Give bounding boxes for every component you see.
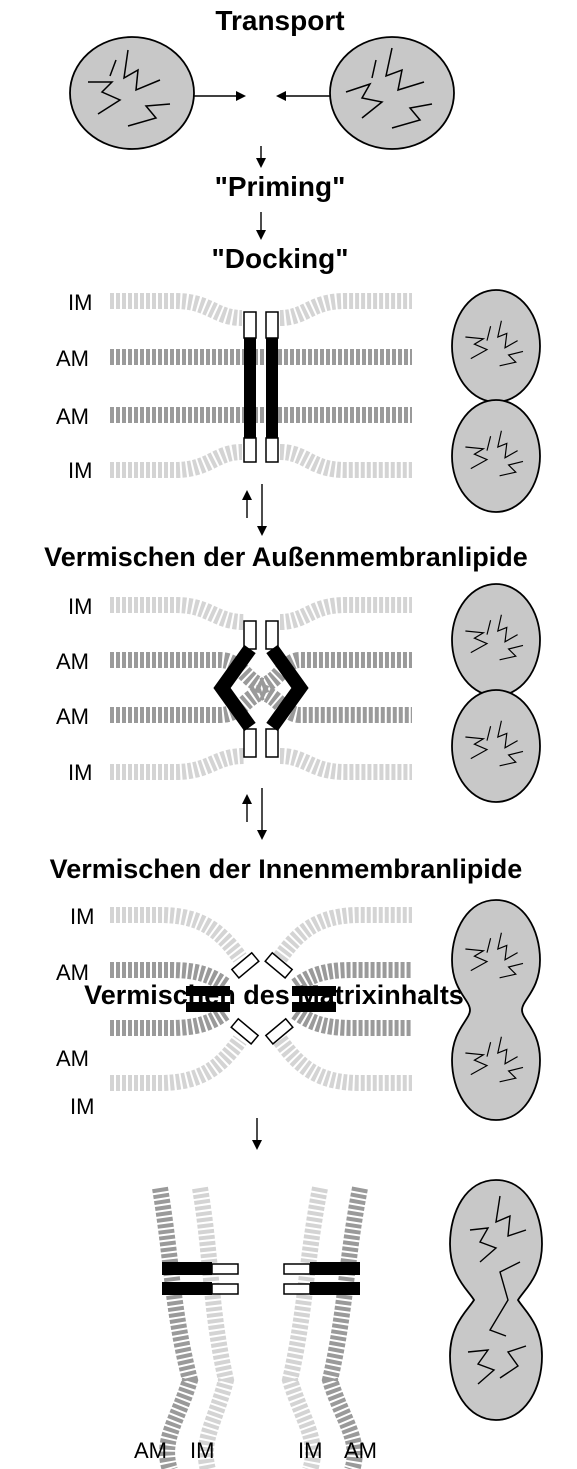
label-im-inner-mixing-bottom: IM	[70, 1094, 94, 1119]
stage-title-inner-mixing: Vermischen der Innenmembranlipide	[50, 854, 523, 884]
label-am-outer-mixing-1: AM	[56, 649, 89, 674]
mitochondrion-left-transport	[70, 37, 194, 149]
fusion-proteins-docking	[244, 312, 278, 462]
mitochondria-pair-inner-mixing	[452, 900, 540, 1120]
equilibrium-arrows-1	[247, 484, 262, 534]
stage-title-matrix-mixing: Vermischen des Matrixinhalts	[84, 980, 464, 1010]
label-am-inner-mixing-1: AM	[56, 960, 89, 985]
label-im-docking-top: IM	[68, 290, 92, 315]
label-im-outer-mixing-top: IM	[68, 594, 92, 619]
equilibrium-arrows-2	[247, 788, 262, 838]
label-im-matrix-left: IM	[190, 1438, 214, 1463]
label-im-inner-mixing-top: IM	[70, 904, 94, 929]
label-im-matrix-right: IM	[298, 1438, 322, 1463]
stage-title-priming: "Priming"	[215, 171, 346, 202]
label-am-matrix-right: AM	[344, 1438, 377, 1463]
label-am-docking-2: AM	[56, 404, 89, 429]
stage-title-outer-mixing: Vermischen der Außenmembranlipide	[44, 542, 528, 572]
label-im-outer-mixing-bottom: IM	[68, 760, 92, 785]
membranes-matrix-mixing	[160, 1188, 360, 1469]
label-am-docking-1: AM	[56, 346, 89, 371]
stage-title-transport: Transport	[215, 5, 344, 36]
label-am-matrix-left: AM	[134, 1438, 167, 1463]
stage-title-docking: "Docking"	[211, 243, 348, 274]
label-im-docking-bottom: IM	[68, 458, 92, 483]
membranes-outer-mixing	[110, 605, 412, 772]
mitochondrion-right-transport	[330, 37, 454, 149]
fusion-proteins-outer-mixing	[222, 621, 300, 757]
membranes-docking	[110, 301, 412, 470]
mitochondria-pair-outer-mixing	[452, 584, 540, 802]
fusion-proteins-matrix-mixing	[162, 1262, 360, 1295]
mitochondrion-fused	[450, 1180, 542, 1420]
label-am-outer-mixing-2: AM	[56, 704, 89, 729]
label-am-inner-mixing-2: AM	[56, 1046, 89, 1071]
mitochondria-pair-docking	[452, 290, 540, 512]
